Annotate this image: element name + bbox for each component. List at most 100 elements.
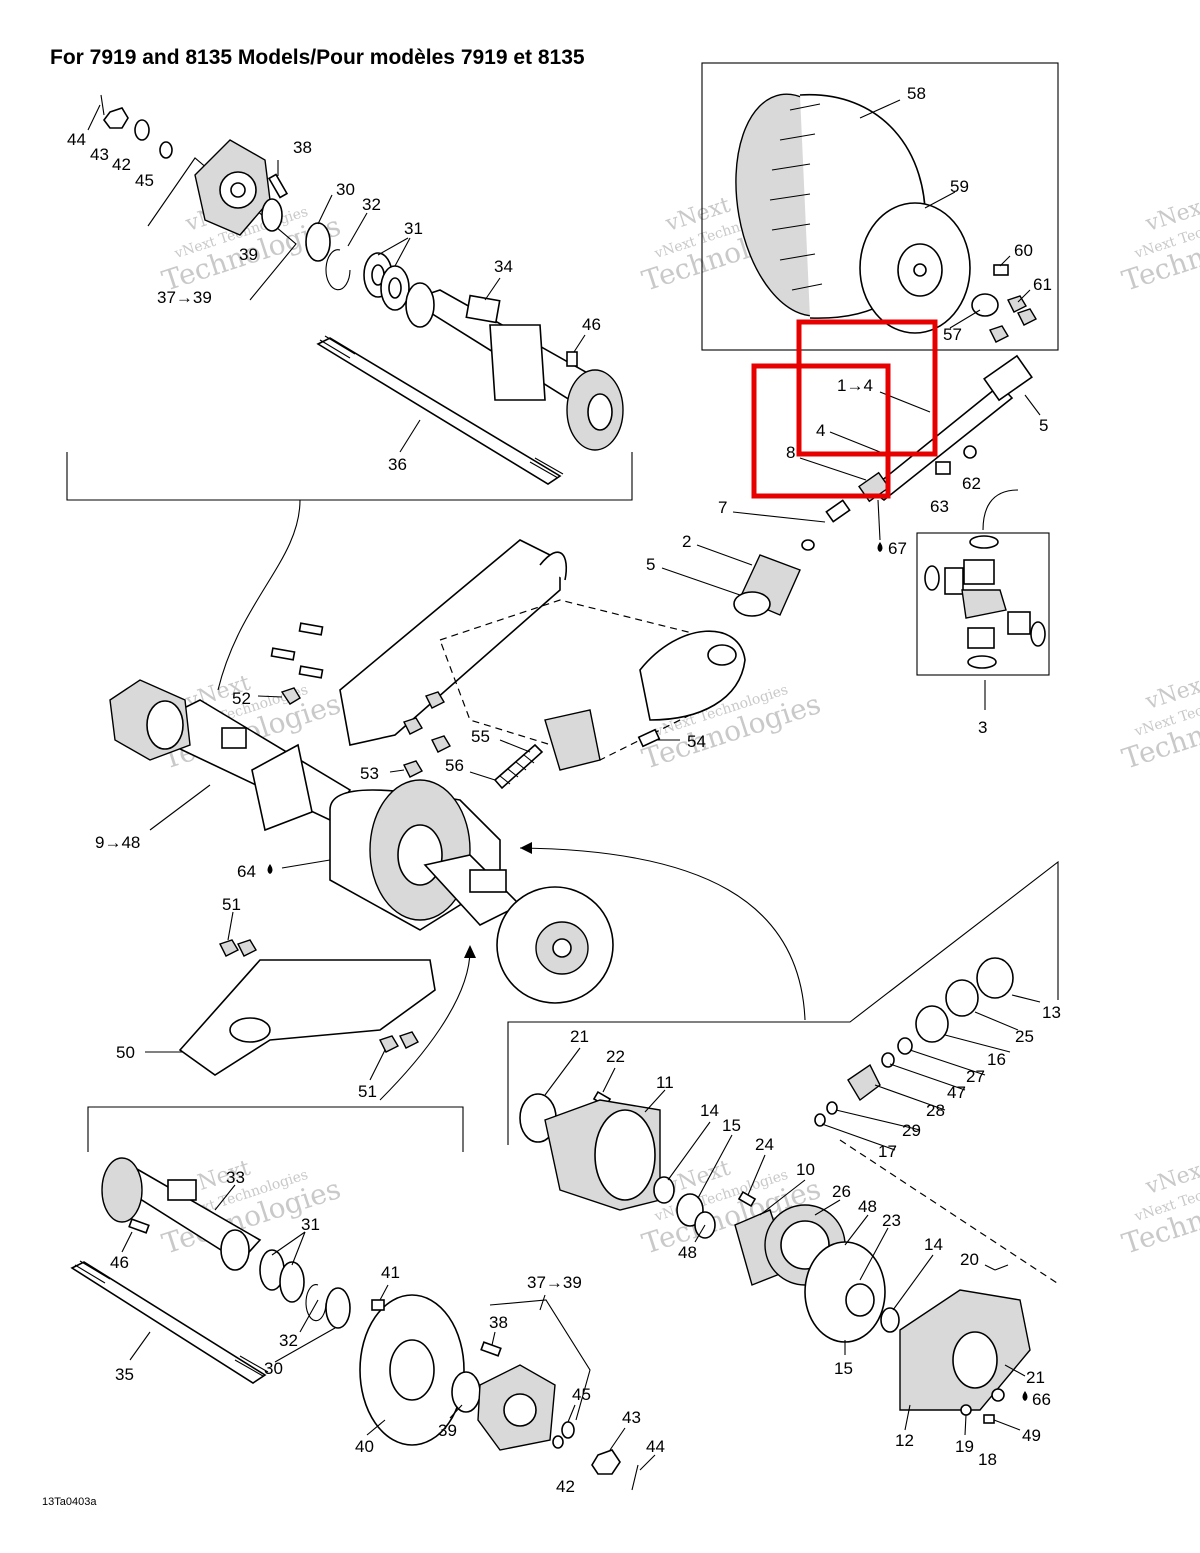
wheel-bolt: [993, 264, 1009, 276]
seal: [451, 1371, 481, 1413]
callout-label: 29: [902, 1121, 921, 1140]
hub-stud: [267, 173, 289, 199]
bolt: [637, 728, 661, 748]
u-joint-yoke: [983, 354, 1033, 402]
callout-label: 53: [360, 764, 379, 783]
callout-label: 24: [755, 1135, 774, 1154]
retaining-bolt: [825, 499, 851, 523]
washer: [159, 141, 173, 159]
pivot-plate: [544, 709, 601, 771]
callout-label: 16: [987, 1050, 1006, 1069]
nut: [403, 760, 423, 778]
bottom-shaft-parts: [70, 1157, 639, 1491]
leader-lines: [87, 99, 1041, 1471]
bearing-cup: [967, 627, 995, 649]
callout-label: 44: [67, 130, 86, 149]
callout-label: 11: [656, 1073, 674, 1092]
callout-label: 32: [279, 1331, 298, 1350]
nut: [237, 939, 257, 957]
spacer: [826, 1101, 838, 1115]
axle-housing-parts: [109, 679, 614, 1076]
nut: [219, 939, 239, 957]
o-ring: [897, 1037, 913, 1055]
lug-nut: [989, 325, 1009, 343]
callout-label: 43: [90, 145, 109, 164]
bearing: [845, 1283, 875, 1317]
callout-label: 36: [388, 455, 407, 474]
seal: [880, 1307, 900, 1333]
callout-label: 22: [606, 1047, 625, 1066]
callout-label: 33: [226, 1168, 245, 1187]
callout-label: 19: [955, 1437, 974, 1456]
figure-code: 13Ta0403a: [42, 1496, 97, 1508]
connector-line: [982, 489, 1019, 531]
callout-label: 66: [1032, 1390, 1051, 1409]
callout-labels: 44 43 42 45 38 30 32 31 39 37→39 34 46 3…: [67, 84, 1061, 1496]
axle-shaft: [316, 337, 562, 485]
breather-tube: [994, 1264, 1009, 1271]
callout-label: 30: [336, 180, 355, 199]
callout-label: 57: [943, 325, 962, 344]
callout-label: 4: [816, 421, 825, 440]
mount-bracket: [221, 727, 247, 749]
hub-nut: [591, 1449, 621, 1475]
callout-label: 43: [622, 1408, 641, 1427]
seal: [305, 222, 331, 262]
drive-shaft: [868, 383, 1014, 502]
spring: [493, 743, 544, 790]
callout-label: 37→39: [157, 288, 212, 307]
cotter-pin: [631, 1464, 639, 1491]
connector-line: [519, 847, 806, 1021]
swing-arm-parts: [270, 539, 746, 790]
callout-label: 5: [646, 555, 655, 574]
callout-label: 1→4: [837, 376, 873, 395]
callout-label: 44: [646, 1437, 665, 1456]
washer: [552, 1435, 564, 1449]
callout-label: 15: [722, 1116, 741, 1135]
callout-label: 37→39: [527, 1273, 582, 1292]
callout-label: 27: [966, 1067, 985, 1086]
lug-nut: [1017, 308, 1037, 326]
callout-label: 45: [572, 1385, 591, 1404]
tube-flange: [489, 324, 546, 401]
callout-label: 31: [404, 219, 423, 238]
callout-label: 63: [930, 497, 949, 516]
callout-label: 55: [471, 727, 490, 746]
bolt: [737, 1190, 757, 1208]
callout-label: 40: [355, 1437, 374, 1456]
seal: [261, 198, 283, 232]
bearing-cup: [963, 559, 995, 585]
bolt: [935, 461, 951, 475]
cross-spider: [961, 589, 1007, 619]
arrow-head: [520, 842, 532, 854]
oil-drop-icon: [877, 542, 883, 552]
callout-label: 21: [1026, 1368, 1045, 1387]
callout-label: 13: [1042, 1003, 1061, 1022]
bolt: [566, 351, 578, 367]
nut: [425, 691, 445, 709]
highlight-box-primary: [796, 319, 938, 457]
callout-label: 32: [362, 195, 381, 214]
callout-label: 9→48: [95, 833, 140, 852]
washer: [134, 119, 150, 141]
callout-label: 21: [570, 1027, 589, 1046]
bolt: [983, 1414, 995, 1424]
callout-label: 67: [888, 539, 907, 558]
bolt: [371, 1299, 385, 1311]
callout-label: 28: [926, 1101, 945, 1120]
wheel-group-frame: [701, 62, 1059, 351]
nut: [280, 687, 301, 705]
callout-label: 2: [682, 532, 691, 551]
callout-label: 25: [1015, 1027, 1034, 1046]
callout-label: 3: [978, 718, 987, 737]
washer: [801, 539, 815, 551]
callout-label: 18: [978, 1450, 997, 1469]
callout-label: 49: [1022, 1426, 1041, 1445]
seal: [653, 1176, 675, 1204]
bottom-shaft-group-frame: [87, 1106, 464, 1152]
circlip: [305, 1284, 327, 1322]
callout-label: 48: [678, 1243, 697, 1262]
callout-label: 14: [700, 1101, 719, 1120]
top-shaft-group-frame: [66, 452, 633, 501]
u-joint-detail-frame: [916, 532, 1050, 676]
